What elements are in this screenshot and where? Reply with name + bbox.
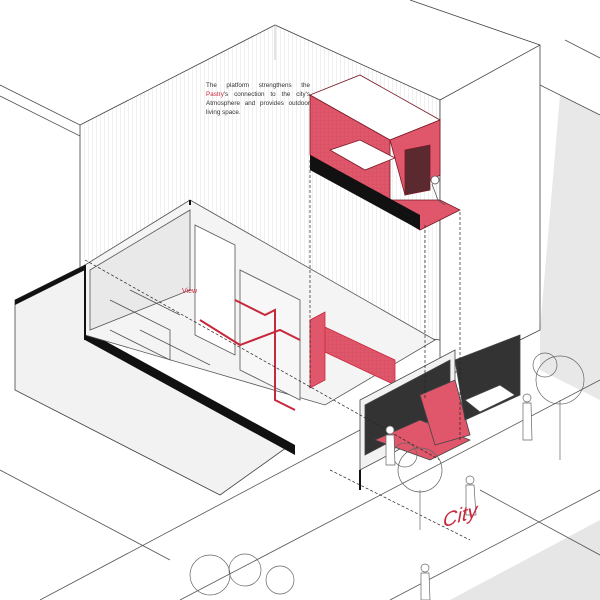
upper-platform	[309, 74, 461, 231]
people	[385, 393, 533, 600]
annotation-caption: The platform strengthens the Pastry's co…	[206, 81, 310, 117]
projection-lines	[84, 160, 471, 541]
pastry-interior	[84, 199, 436, 411]
street-platform	[359, 334, 521, 490]
caption-text-start: The platform strengthens the	[206, 82, 310, 89]
trees	[189, 352, 585, 596]
side-wall	[14, 264, 295, 496]
view-label: View	[182, 288, 198, 295]
caption-text-end: 's connection to the city's Atmosphere a…	[206, 91, 310, 116]
caption-highlight: Pastry	[206, 91, 224, 98]
ground-plane	[0, 39, 600, 600]
